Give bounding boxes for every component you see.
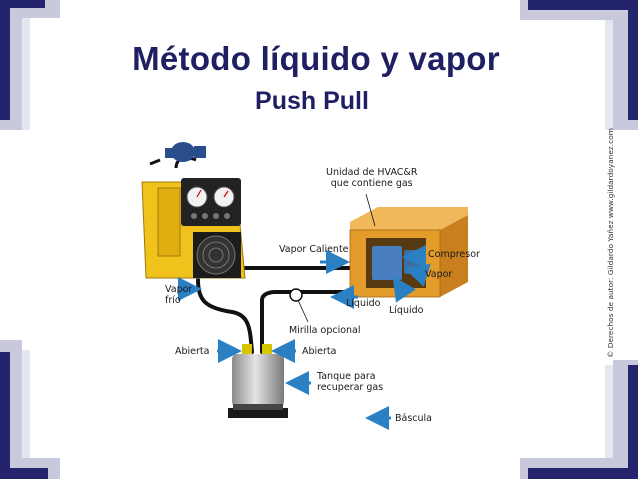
label-open-left: Abierta [175,346,210,357]
label-open-right: Abierta [302,346,337,357]
page-subtitle: Push Pull [255,87,369,115]
arrow-vapor [404,263,431,287]
arrow-liquid-2 [392,276,416,303]
label-hot-vapor: Vapor Caliente [279,244,349,255]
recovery-machine [141,142,246,279]
flow-arrows [178,245,431,430]
page-title: Método líquido y vapor [132,40,500,77]
recovery-tank [228,344,288,418]
label-sight-glass: Mirilla opcional [289,325,361,336]
frame-corner-bottom-left [0,340,70,479]
label-liquid-2: Líquido [389,305,424,316]
frame-corner-bottom-right [520,360,638,479]
label-vapor: Vapor [425,269,453,280]
label-liquid-1: Líquido [346,298,381,309]
frame-corner-top-right [520,0,638,140]
sight-glass [289,288,303,302]
label-compressor: Compresor [428,249,480,260]
label-tank: Tanque para recuperar gas [317,371,384,393]
frame-corner-top-left [0,0,70,140]
label-scale: Báscula [395,413,432,424]
label-cold-vapor: Vapor frío [165,284,193,306]
label-hvac-unit: Unidad de HVAC&R que contiene gas [326,167,418,189]
